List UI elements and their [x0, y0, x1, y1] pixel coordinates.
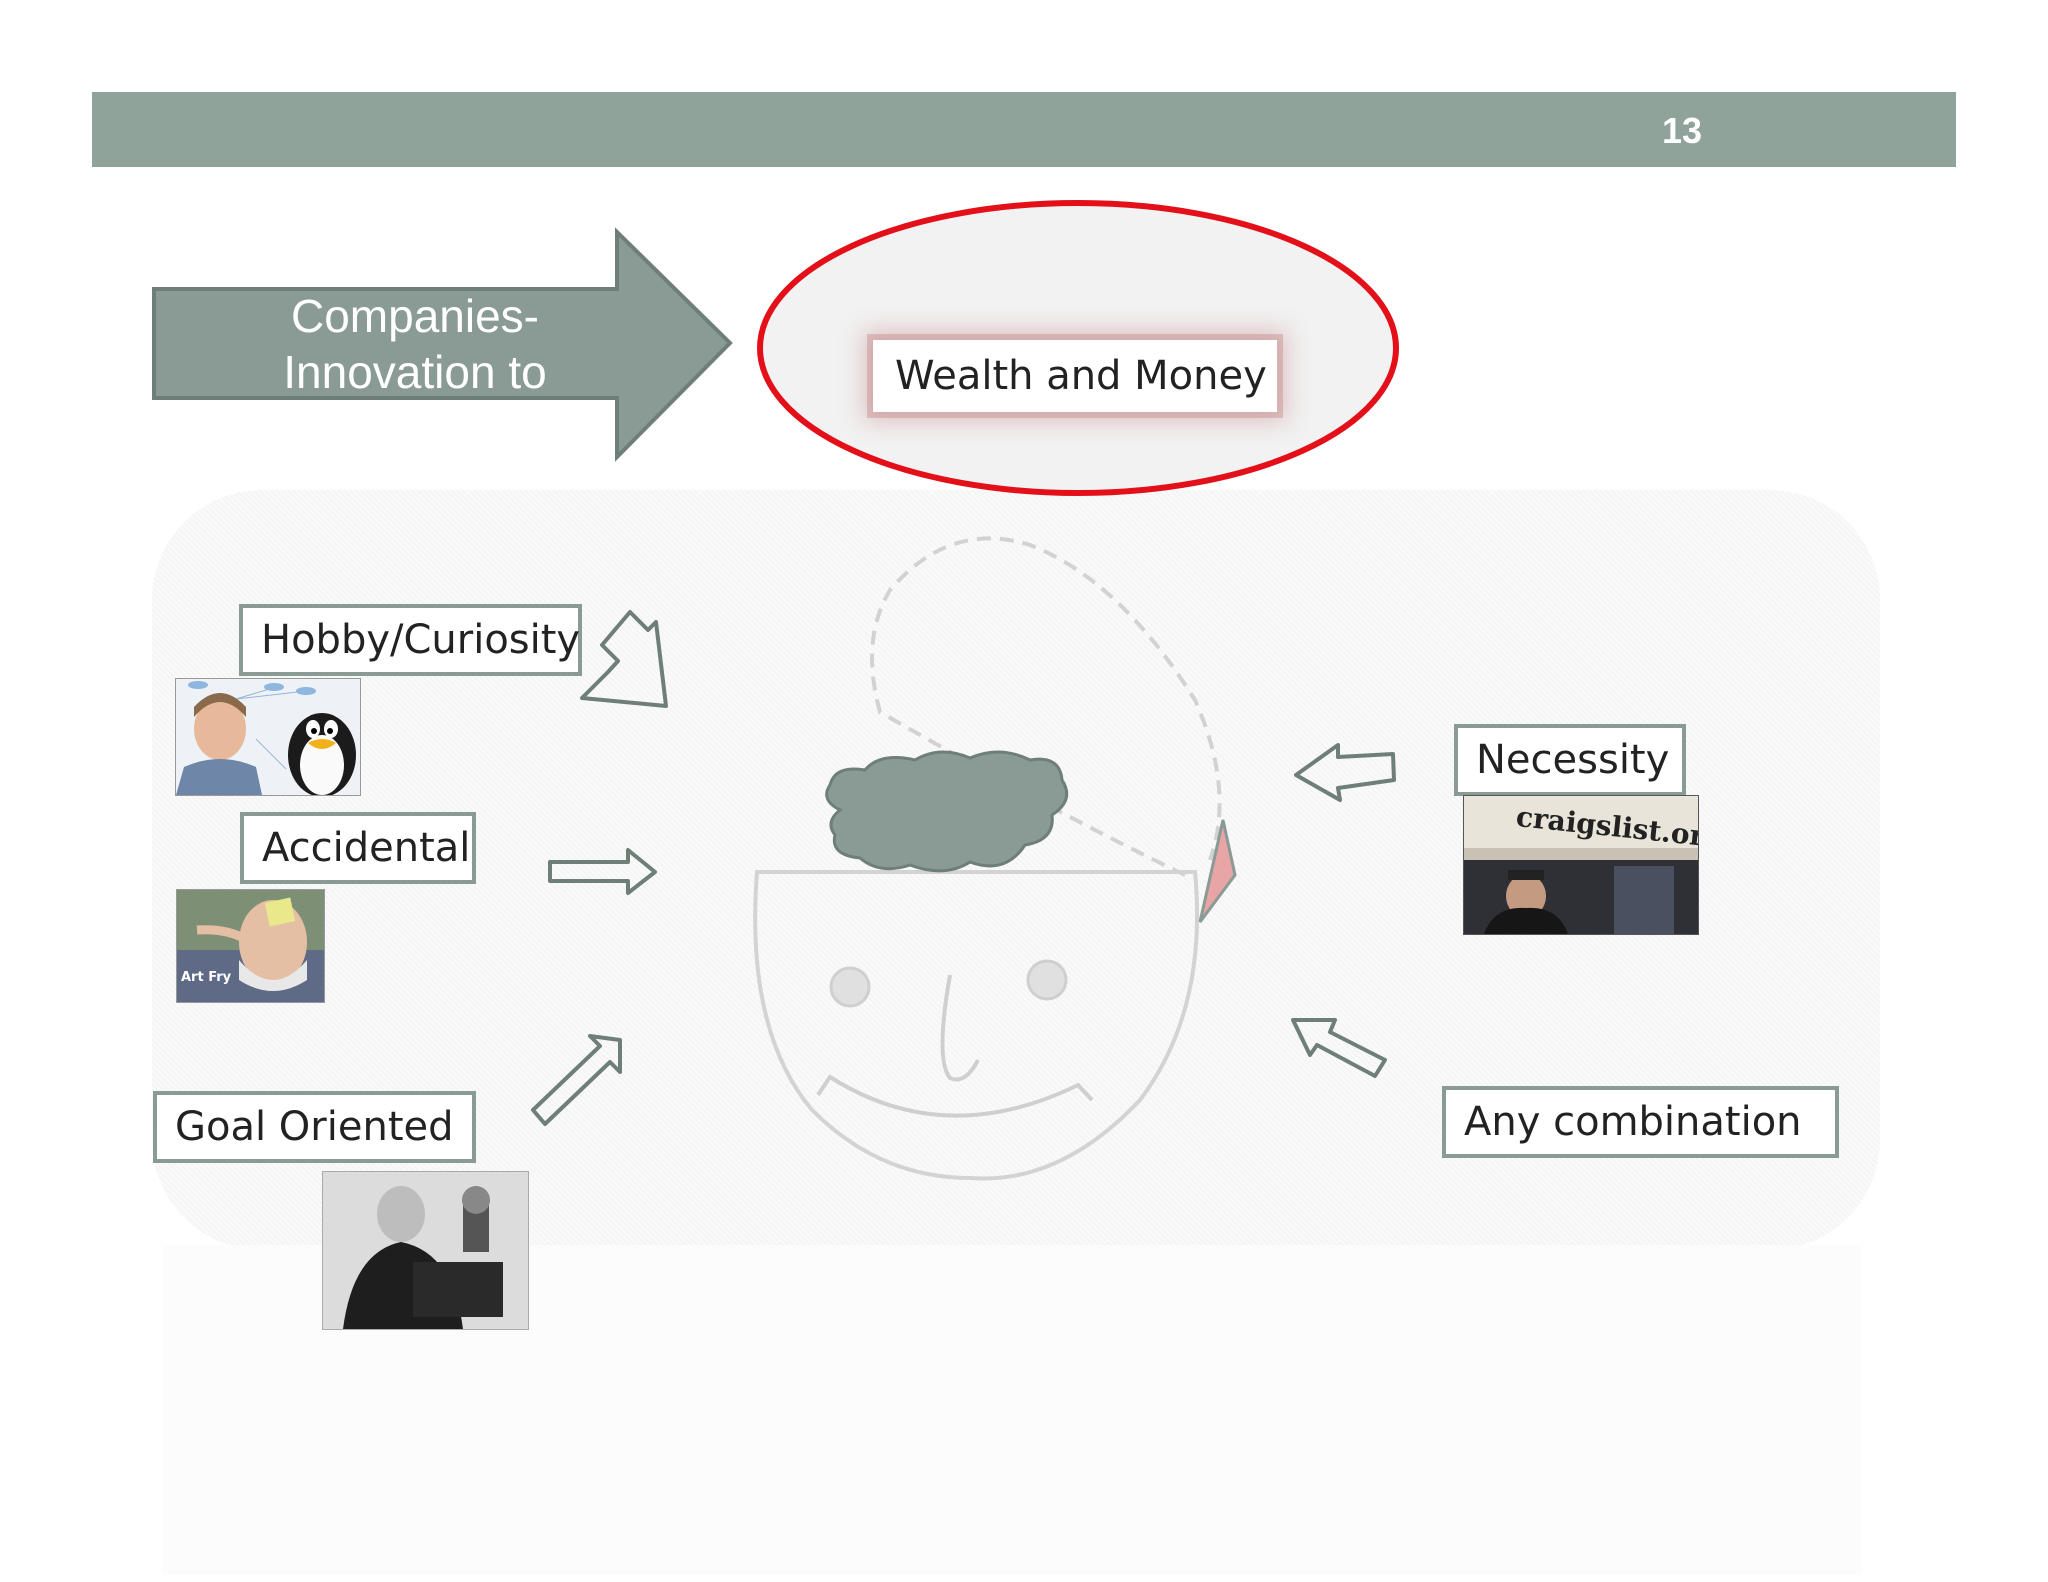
goal-oriented-photo: [322, 1171, 529, 1330]
necessity-photo-art: [1464, 796, 1698, 934]
wealth-and-money-box: Wealth and Money: [873, 340, 1277, 412]
accidental-photo-caption: Art Fry: [181, 970, 232, 985]
nose: [940, 974, 980, 1082]
goal-oriented-box: Goal Oriented: [153, 1091, 476, 1163]
necessity-box: Necessity: [1454, 724, 1686, 796]
left-eye: [829, 966, 871, 1008]
arrow-from-combination: [1291, 1018, 1387, 1078]
accidental-box: Accidental: [240, 812, 476, 884]
wealth-and-money-label: Wealth and Money: [895, 353, 1267, 399]
accidental-photo-art: [177, 890, 324, 1002]
necessity-label: Necessity: [1476, 737, 1670, 783]
big-right-arrow: [152, 227, 733, 462]
right-eye: [1026, 959, 1068, 1001]
brain-cloud: [825, 750, 1069, 873]
arrow-from-accidental: [548, 848, 657, 895]
arrow-from-necessity: [1294, 743, 1396, 802]
head-outline: [753, 870, 1200, 1181]
any-combination-label: Any combination: [1464, 1099, 1802, 1145]
big-arrow-label-text: Companies- Innovation to: [283, 290, 547, 398]
arrow-from-goal: [531, 1034, 622, 1126]
accidental-label: Accidental: [262, 825, 471, 871]
person-face: [194, 698, 246, 760]
flow-arrows: [531, 610, 1396, 1126]
hobby-curiosity-label: Hobby/Curiosity: [261, 617, 581, 663]
any-combination-box: Any combination: [1442, 1086, 1839, 1158]
hobby-photo: [175, 678, 361, 796]
head-lid-flap: [1198, 819, 1237, 923]
header-bar: [92, 92, 1956, 167]
accidental-photo: Art Fry: [176, 889, 325, 1003]
hobby-photo-art: [176, 679, 360, 795]
big-arrow-label: Companies- Innovation to: [205, 288, 625, 400]
hobby-curiosity-box: Hobby/Curiosity: [239, 604, 582, 676]
arrow-from-hobby: [580, 610, 668, 708]
thought-dashed-outline: [870, 536, 1222, 877]
smile: [816, 1074, 1094, 1118]
necessity-photo: craigslist.or: [1463, 795, 1699, 935]
goal-oriented-photo-art: [323, 1172, 528, 1329]
slide-number: 13: [1661, 110, 1703, 151]
goal-oriented-label: Goal Oriented: [175, 1104, 454, 1150]
head-drawing: [753, 536, 1237, 1181]
